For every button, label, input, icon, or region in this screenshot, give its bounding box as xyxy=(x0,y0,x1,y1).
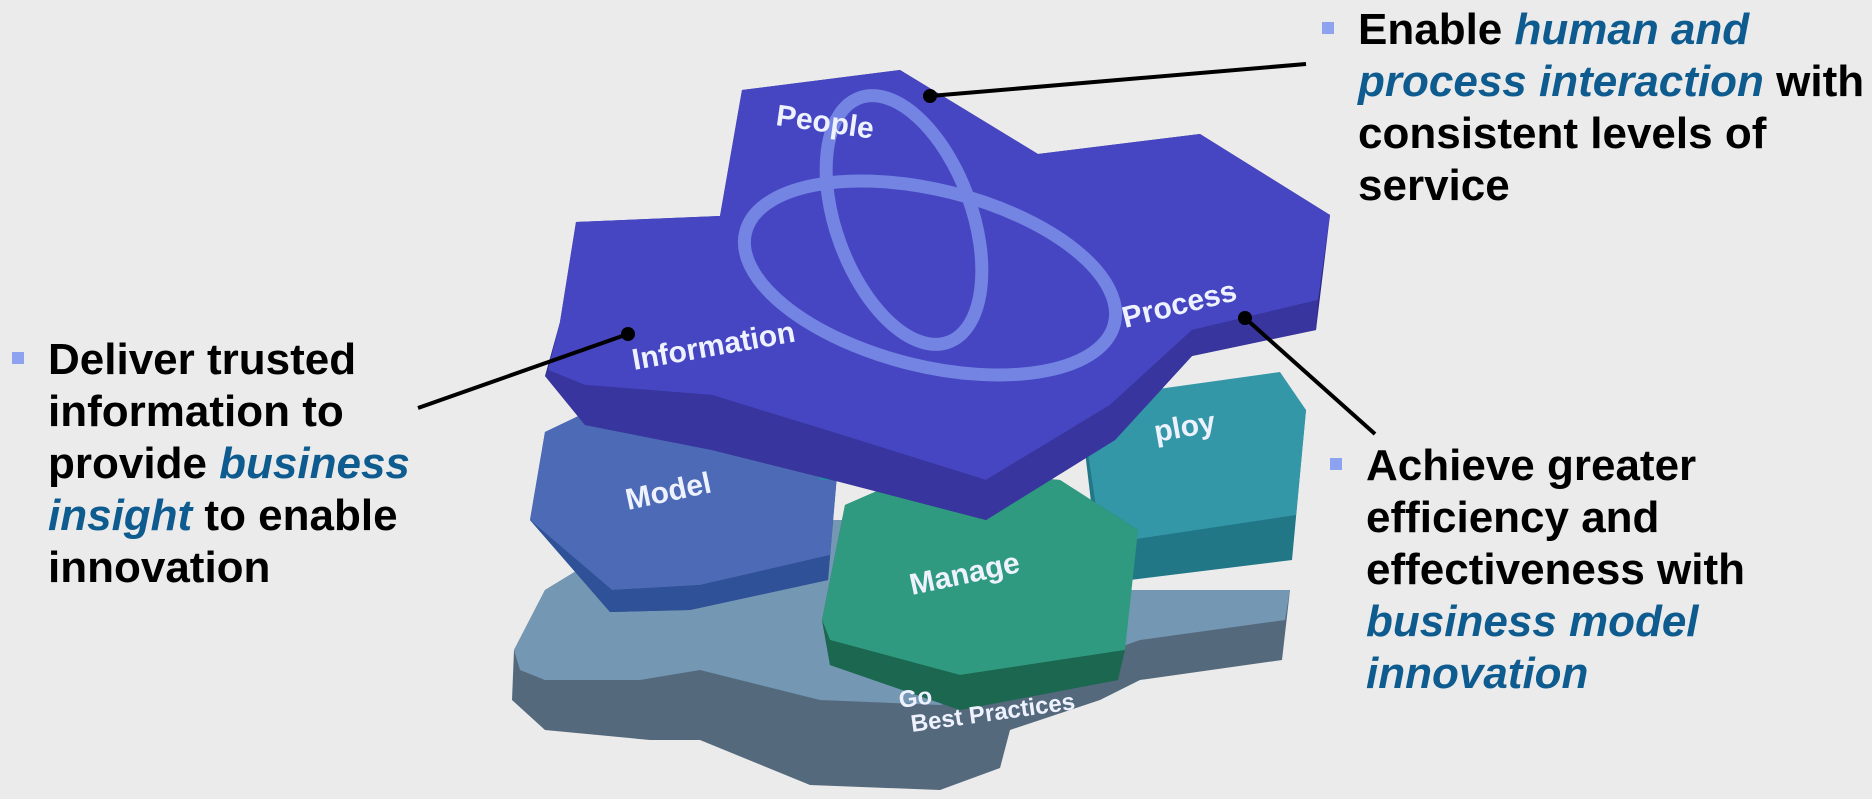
top-layer xyxy=(545,70,1330,520)
callout-emphasis: human and process interaction xyxy=(1358,5,1764,106)
label-governance: Go xyxy=(897,683,934,714)
manage-hexagon xyxy=(822,468,1138,710)
bullet-icon xyxy=(1322,22,1334,34)
callout-efficiency: Achieve greater efficiency and effective… xyxy=(1330,440,1872,700)
leader-dots xyxy=(621,89,1252,341)
callout-emphasis: business insight xyxy=(48,439,410,540)
leader-lines xyxy=(417,62,1377,436)
bullet-icon xyxy=(1330,458,1342,470)
callout-text: Deliver trusted information to provide xyxy=(48,335,357,488)
callout-trusted-information: Deliver trusted information to provide b… xyxy=(12,334,478,594)
bullet-icon xyxy=(12,352,24,364)
ring-graphic xyxy=(737,89,1123,382)
callout-emphasis: business model innovation xyxy=(1366,597,1699,698)
callout-text: Enable xyxy=(1358,5,1515,54)
callout-text: Achieve greater efficiency and effective… xyxy=(1366,441,1746,594)
callout-human-process: Enable human and process interaction wit… xyxy=(1322,4,1872,212)
callout-text: to enable innovation xyxy=(48,491,398,592)
callout-text: with consistent levels of service xyxy=(1358,57,1865,210)
